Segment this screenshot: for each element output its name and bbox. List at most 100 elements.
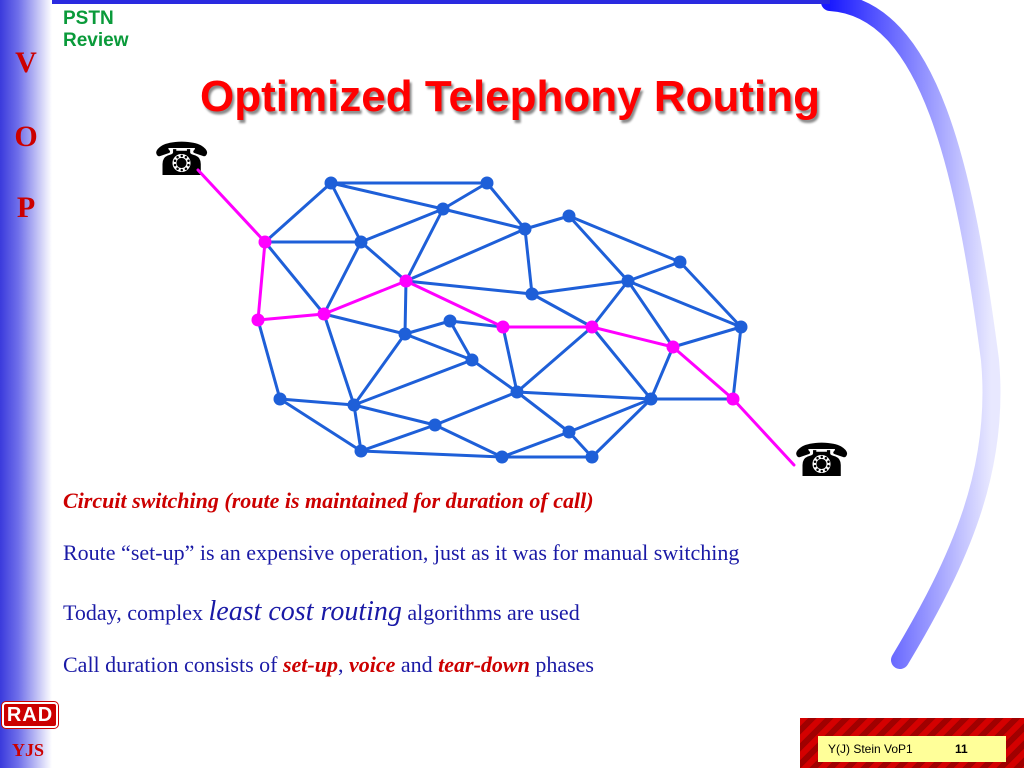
network-node bbox=[480, 176, 494, 190]
network-node bbox=[495, 450, 509, 464]
network-link bbox=[359, 449, 504, 459]
phase-setup: set-up bbox=[282, 652, 338, 677]
section-label-line1: PSTN bbox=[63, 8, 114, 29]
route-link bbox=[671, 345, 735, 401]
network-node bbox=[436, 202, 450, 216]
network-node bbox=[621, 274, 635, 288]
network-link bbox=[322, 312, 407, 336]
network-link bbox=[352, 403, 437, 427]
body-line-circuit-switching: Circuit switching (route is maintained f… bbox=[63, 488, 594, 514]
route-node bbox=[251, 313, 265, 327]
network-link bbox=[470, 358, 519, 394]
network-link bbox=[278, 397, 363, 453]
sidebar-letter-v: V bbox=[15, 46, 37, 79]
network-link bbox=[671, 325, 743, 349]
network-link bbox=[567, 397, 653, 434]
route-link-phone-end bbox=[731, 397, 796, 467]
phase-teardown: tear-down bbox=[438, 652, 530, 677]
network-node bbox=[273, 392, 287, 406]
route-node bbox=[585, 320, 599, 334]
network-link bbox=[649, 345, 675, 401]
network-link bbox=[515, 325, 594, 394]
network-link bbox=[359, 207, 445, 244]
network-node bbox=[585, 450, 599, 464]
network-link bbox=[278, 397, 356, 407]
network-node bbox=[354, 444, 368, 458]
network-link bbox=[329, 181, 363, 244]
network-node bbox=[518, 222, 532, 236]
network-link bbox=[448, 319, 474, 362]
network-link bbox=[322, 312, 356, 407]
least-cost-pre: Today, complex bbox=[63, 600, 209, 625]
network-link bbox=[590, 397, 653, 459]
network-link bbox=[530, 279, 630, 296]
route-link-phone-start bbox=[196, 168, 267, 244]
phase-sep: , bbox=[337, 652, 349, 677]
network-node bbox=[398, 327, 412, 341]
network-link bbox=[590, 279, 630, 329]
route-link bbox=[404, 279, 505, 329]
phase-voice: voice bbox=[348, 652, 396, 677]
network-link bbox=[731, 325, 743, 401]
network-link bbox=[523, 214, 571, 231]
slide-title-text: Optimized Telephony Routing bbox=[199, 72, 821, 121]
network-node bbox=[510, 385, 524, 399]
route-node bbox=[496, 320, 510, 334]
least-cost-post: algorithms are used bbox=[401, 600, 580, 625]
network-link bbox=[626, 260, 682, 283]
network-link bbox=[515, 390, 571, 434]
network-node bbox=[734, 320, 748, 334]
network-link bbox=[567, 214, 630, 283]
least-cost-emph: least cost routing bbox=[208, 596, 402, 627]
network-link bbox=[515, 390, 653, 401]
slide-title: Optimized Telephony Routing bbox=[0, 72, 1024, 122]
network-link bbox=[501, 325, 519, 394]
route-node bbox=[258, 235, 272, 249]
left-sidebar bbox=[0, 0, 52, 768]
author-initials: YJS bbox=[11, 740, 44, 760]
network-link bbox=[352, 332, 407, 407]
network-node bbox=[644, 392, 658, 406]
network-link bbox=[530, 292, 594, 329]
network-link bbox=[404, 227, 527, 283]
route-node bbox=[726, 392, 740, 406]
network-node bbox=[525, 287, 539, 301]
telephone-icon: ☎ bbox=[793, 433, 851, 487]
footer-text: Y(J) Stein VoP1 bbox=[828, 742, 913, 756]
page-number: 11 bbox=[955, 742, 968, 756]
network-node bbox=[428, 418, 442, 432]
route-node bbox=[399, 274, 413, 288]
route-link bbox=[256, 240, 267, 322]
network-node bbox=[673, 255, 687, 269]
body-line-call-duration: Call duration consists of set-up, voice … bbox=[63, 652, 594, 678]
call-duration-pre: Call duration consists of bbox=[63, 652, 283, 677]
network-link bbox=[359, 423, 437, 453]
network-link bbox=[500, 430, 571, 459]
network-link bbox=[678, 260, 743, 329]
network-link bbox=[590, 325, 653, 401]
network-link bbox=[404, 279, 534, 296]
network-link bbox=[448, 319, 505, 329]
route-link bbox=[322, 279, 408, 316]
sidebar-letter-o: O bbox=[14, 120, 38, 153]
network-link bbox=[403, 279, 408, 336]
section-label-line2: Review bbox=[63, 30, 129, 51]
network-node bbox=[443, 314, 457, 328]
network-link bbox=[523, 227, 534, 296]
network-link bbox=[256, 318, 282, 401]
rad-logo: RAD bbox=[2, 702, 58, 728]
sidebar-letter-p: P bbox=[16, 191, 36, 224]
network-link bbox=[441, 207, 527, 231]
route-link bbox=[256, 312, 326, 322]
network-node bbox=[465, 353, 479, 367]
network-node bbox=[562, 425, 576, 439]
network-link bbox=[626, 279, 675, 349]
network-link bbox=[485, 181, 527, 231]
route-link bbox=[590, 325, 675, 349]
network-link bbox=[263, 240, 326, 316]
network-link bbox=[626, 279, 743, 329]
phase-and: and bbox=[395, 652, 439, 677]
route-setup-text: Route “set-up” is an expensive operation… bbox=[63, 540, 740, 565]
